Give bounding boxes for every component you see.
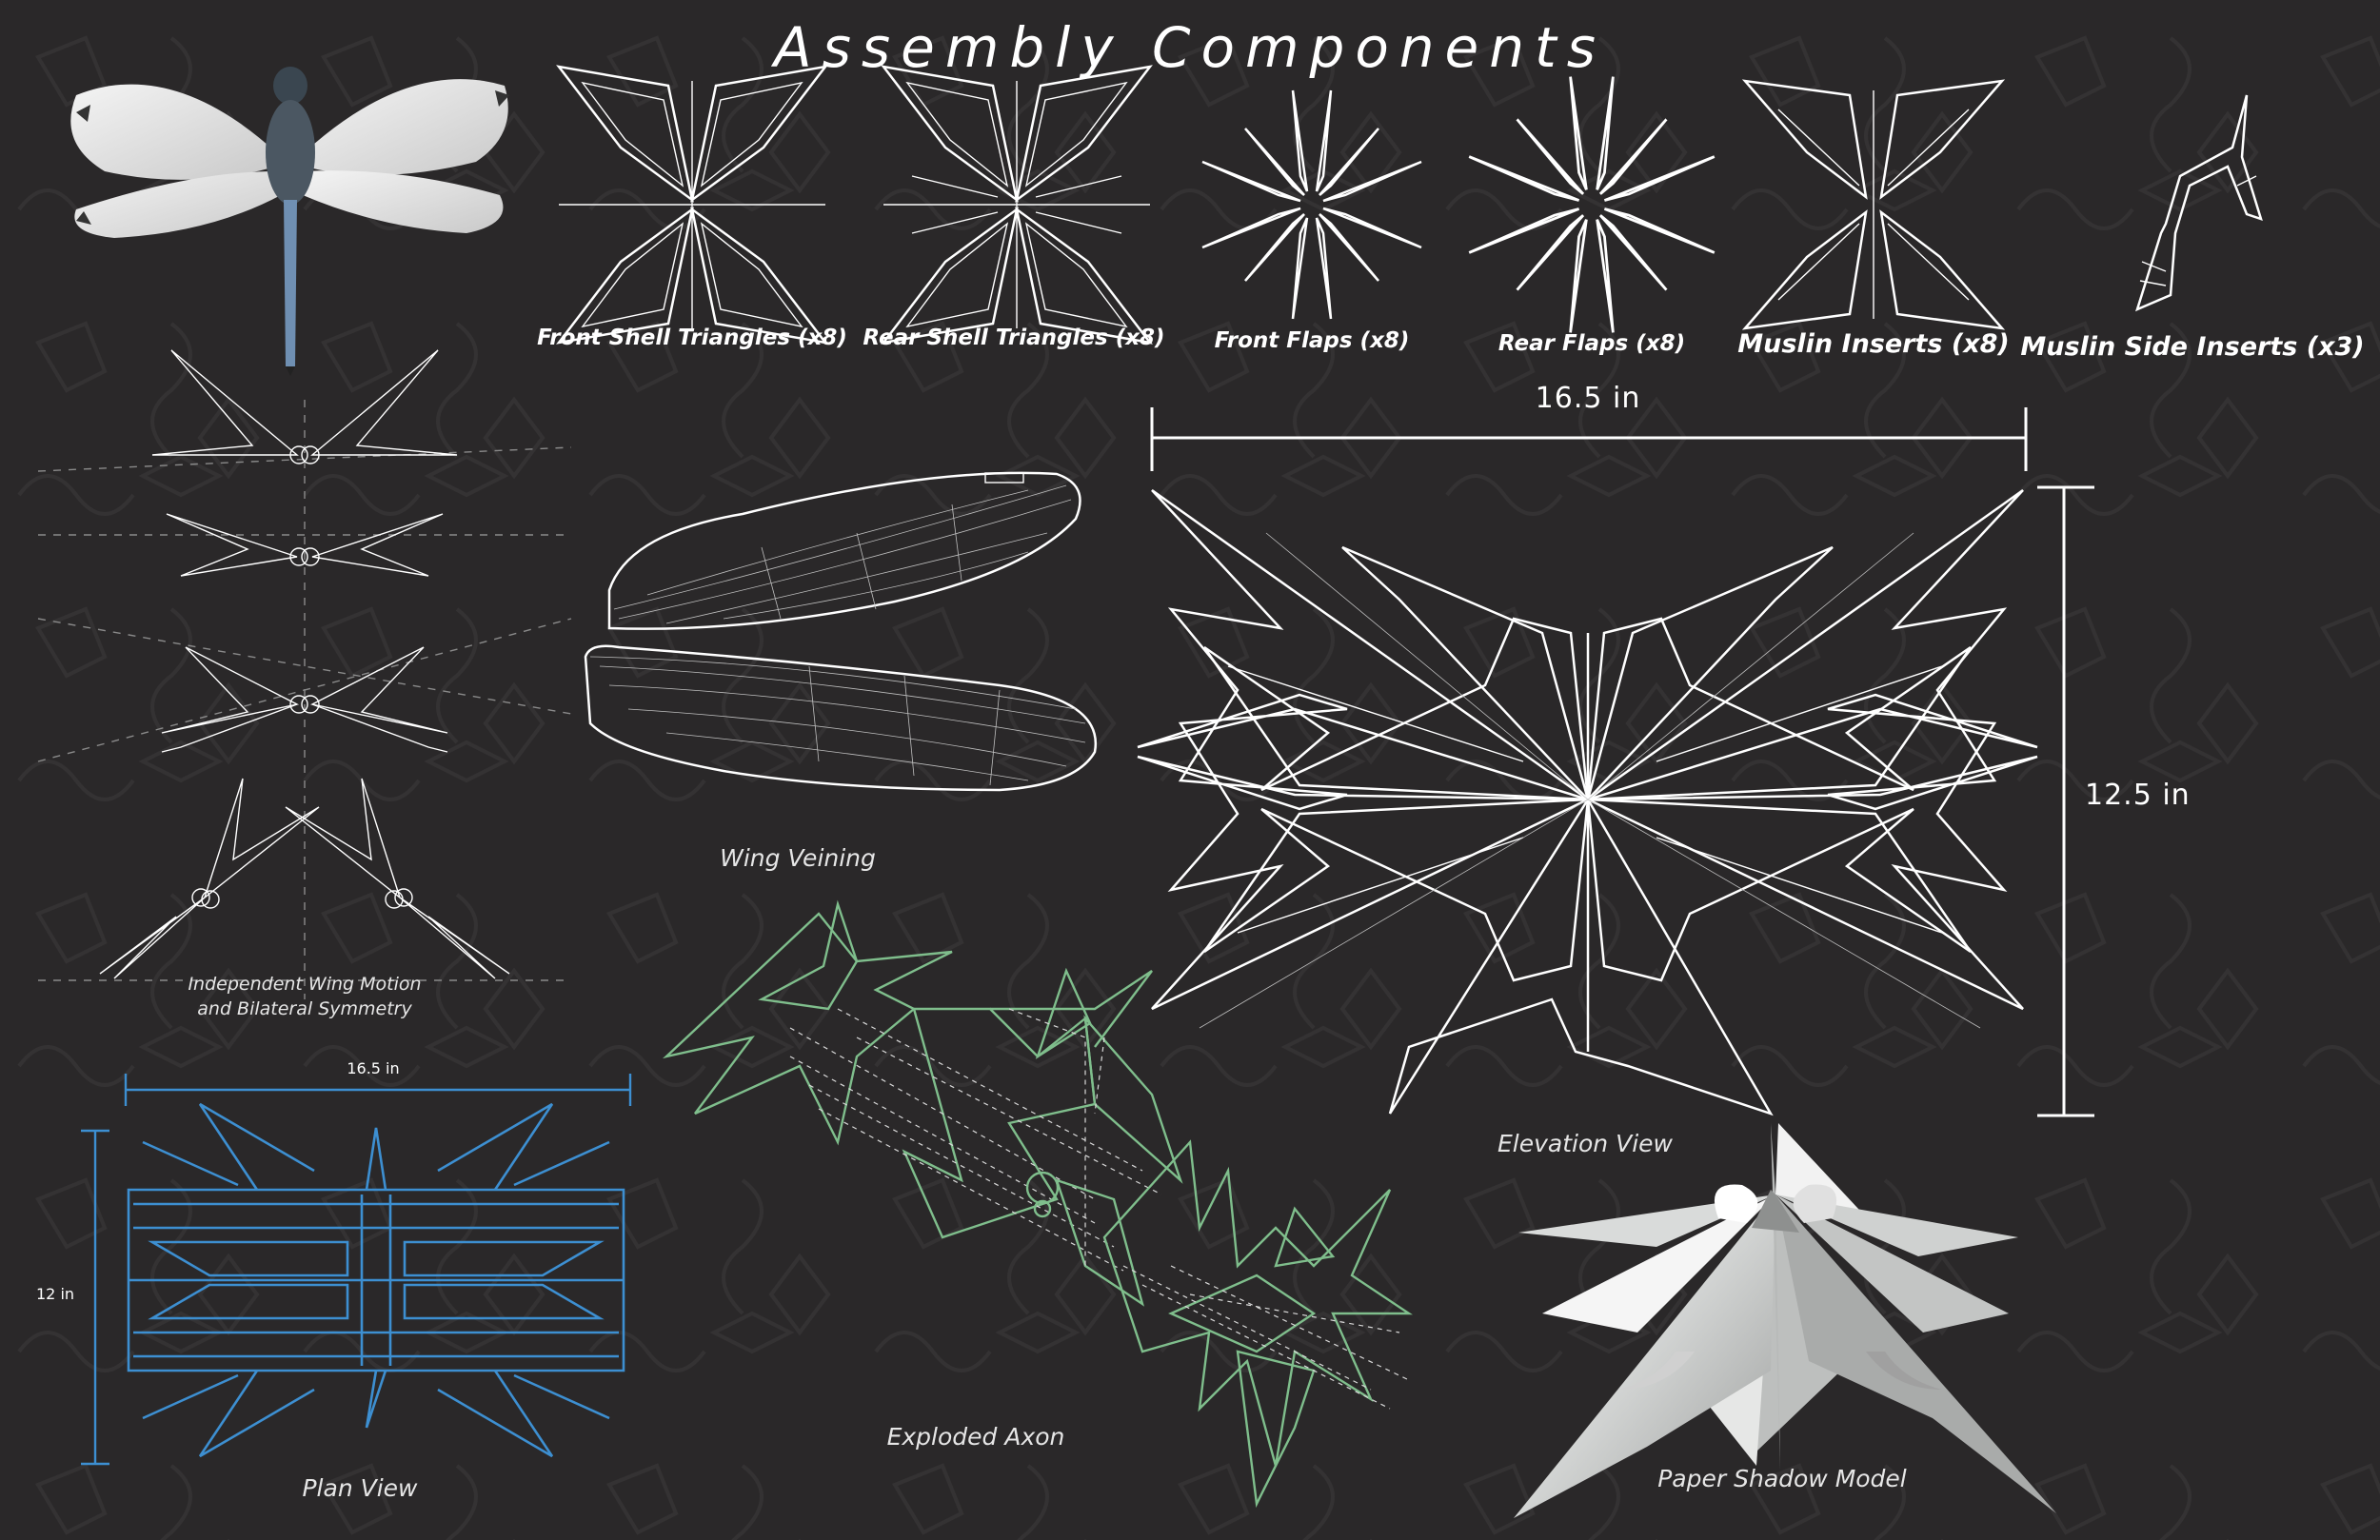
dragonfly-photo xyxy=(70,67,509,376)
label-muslin-inserts: Muslin Inserts (x8) xyxy=(1737,329,2010,359)
wing-motion-diagram xyxy=(37,349,572,999)
exploded-axon-drawing xyxy=(662,899,1413,1509)
label-front-shell-triangles: Front Shell Triangles (x8) xyxy=(537,326,847,350)
caption-plan-view: Plan View xyxy=(302,1474,418,1502)
caption-wing-motion-2: and Bilateral Symmetry xyxy=(197,998,412,1019)
caption-elevation-view: Elevation View xyxy=(1497,1130,1674,1157)
caption-wing-veining: Wing Veining xyxy=(720,844,876,872)
plan-height-label: 12 in xyxy=(36,1285,74,1303)
plan-height-dimension xyxy=(81,1129,109,1466)
wing-veining-drawing xyxy=(584,471,1098,792)
page-title: Assembly Components xyxy=(770,15,1606,80)
elevation-view-drawing xyxy=(1137,488,2038,1116)
label-rear-flaps: Rear Flaps (x8) xyxy=(1498,331,1685,356)
elevation-height-label: 12.5 in xyxy=(2085,779,2191,812)
component-muslin-side-inserts xyxy=(2134,94,2263,312)
plan-width-label: 16.5 in xyxy=(347,1059,399,1077)
label-front-flaps: Front Flaps (x8) xyxy=(1215,328,1410,353)
label-rear-shell-triangles: Rear Shell Triangles (x8) xyxy=(863,326,1164,350)
elevation-width-dimension xyxy=(1150,407,2028,471)
label-muslin-side-inserts: Muslin Side Inserts (x3) xyxy=(2020,332,2364,362)
paper-model-render xyxy=(1514,1123,2056,1518)
component-rear-shell-triangles xyxy=(882,65,1152,345)
elevation-height-dimension xyxy=(2037,485,2094,1117)
plan-view-drawing xyxy=(127,1102,625,1458)
component-muslin-inserts xyxy=(1741,79,2006,330)
caption-wing-motion-1: Independent Wing Motion xyxy=(188,974,421,995)
elevation-width-label: 16.5 in xyxy=(1536,382,1641,415)
plan-width-dimension xyxy=(124,1074,632,1106)
caption-paper-model: Paper Shadow Model xyxy=(1657,1465,1907,1492)
caption-exploded-axon: Exploded Axon xyxy=(887,1423,1065,1451)
